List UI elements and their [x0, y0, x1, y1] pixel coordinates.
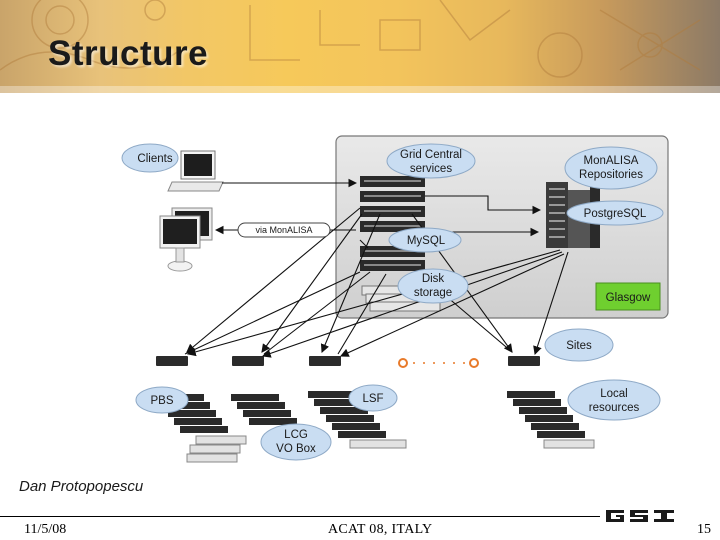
disk-storage-label-line1: Disk	[422, 273, 445, 285]
mysql-label: MySQL	[407, 235, 446, 247]
footer-date: 11/5/08	[24, 522, 67, 537]
more-sites-dots	[398, 358, 479, 368]
page-number: 15	[697, 522, 711, 537]
grid-central-label-line2: services	[410, 163, 452, 175]
header-decoration	[0, 0, 720, 93]
page-title: Structure	[48, 34, 209, 73]
header-banner: Structure	[0, 0, 720, 93]
disk-storage-label-line2: storage	[414, 287, 452, 299]
grid-central-servers	[360, 176, 425, 271]
gsi-logo	[606, 510, 674, 522]
worker-storage-units	[186, 435, 595, 463]
clients-label: Clients	[137, 153, 172, 165]
via-monalisa-pill	[237, 222, 331, 238]
client-laptop	[167, 150, 224, 192]
local-resources-label-line1: Local	[600, 388, 628, 400]
postgresql-label: PostgreSQL	[584, 208, 647, 220]
site-switches	[156, 356, 540, 366]
pbs-label: PBS	[150, 395, 173, 407]
glasgow-label: Glasgow	[606, 292, 651, 304]
glasgow-badge	[595, 282, 661, 311]
sites-label: Sites	[566, 340, 592, 352]
local-resources-label-line2: resources	[589, 402, 640, 414]
footer-event: ACAT 08, ITALY	[328, 522, 433, 537]
cloud-shapes	[121, 143, 664, 461]
lcg-vobox-label-line2: VO Box	[276, 443, 316, 455]
client-desktop-monitors	[159, 207, 213, 272]
monalisa-repo-label-line1: MonALISA	[584, 155, 639, 167]
via-monalisa-label: via MonALISA	[255, 225, 312, 235]
footer-divider	[0, 516, 600, 517]
grid-central-label-line1: Grid Central	[400, 149, 462, 161]
lcg-vobox-label-line1: LCG	[284, 429, 308, 441]
lsf-label: LSF	[362, 393, 383, 405]
author-name: Dan Protopopescu	[19, 478, 144, 495]
connection-arrows	[184, 178, 569, 358]
monalisa-repo-label-line2: Repositories	[579, 169, 643, 181]
